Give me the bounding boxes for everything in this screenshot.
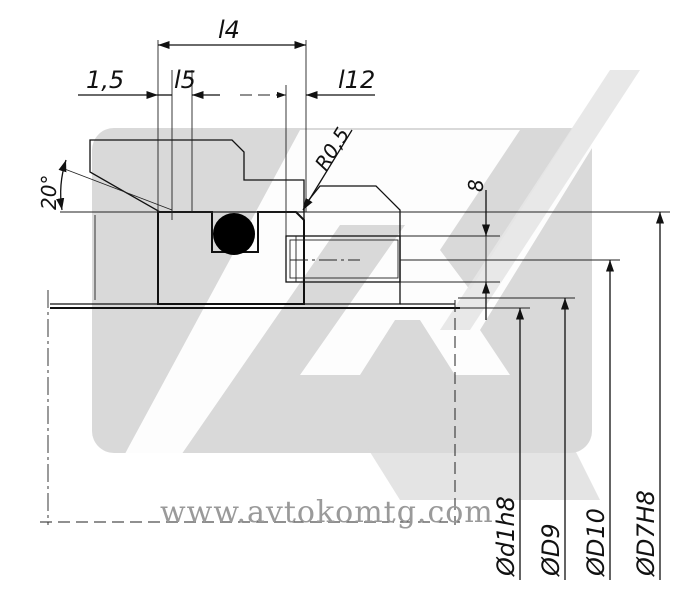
label-l5: l5 xyxy=(174,66,196,94)
label-l12: l12 xyxy=(338,66,375,94)
watermark-url: www.avtokomtg.com xyxy=(160,495,494,530)
o-ring xyxy=(213,213,255,255)
dimension-l4: l4 xyxy=(158,16,306,50)
watermark-logo xyxy=(92,70,640,500)
label-D10: ØD10 xyxy=(582,508,610,577)
dimension-8: 8 xyxy=(464,179,491,320)
backup-ring xyxy=(285,185,401,305)
label-chamfer: 1,5 xyxy=(86,66,124,94)
shaft-line xyxy=(50,303,460,309)
angle-callout: 20° xyxy=(37,159,173,211)
label-l4: l4 xyxy=(218,16,240,44)
dimension-l5: 1,5 l5 xyxy=(78,66,286,100)
housing-section xyxy=(89,139,305,213)
label-D7: ØD7H8 xyxy=(632,490,660,577)
dimension-l12: l12 xyxy=(306,66,375,100)
label-d1: Ød1h8 xyxy=(492,496,520,577)
diameter-dimensions: Ød1h8 ØD9 ØD10 ØD7H8 xyxy=(492,212,665,580)
label-angle: 20° xyxy=(37,175,61,210)
label-height: 8 xyxy=(464,179,488,192)
center-lines xyxy=(40,215,460,525)
label-D9: ØD9 xyxy=(537,523,565,577)
